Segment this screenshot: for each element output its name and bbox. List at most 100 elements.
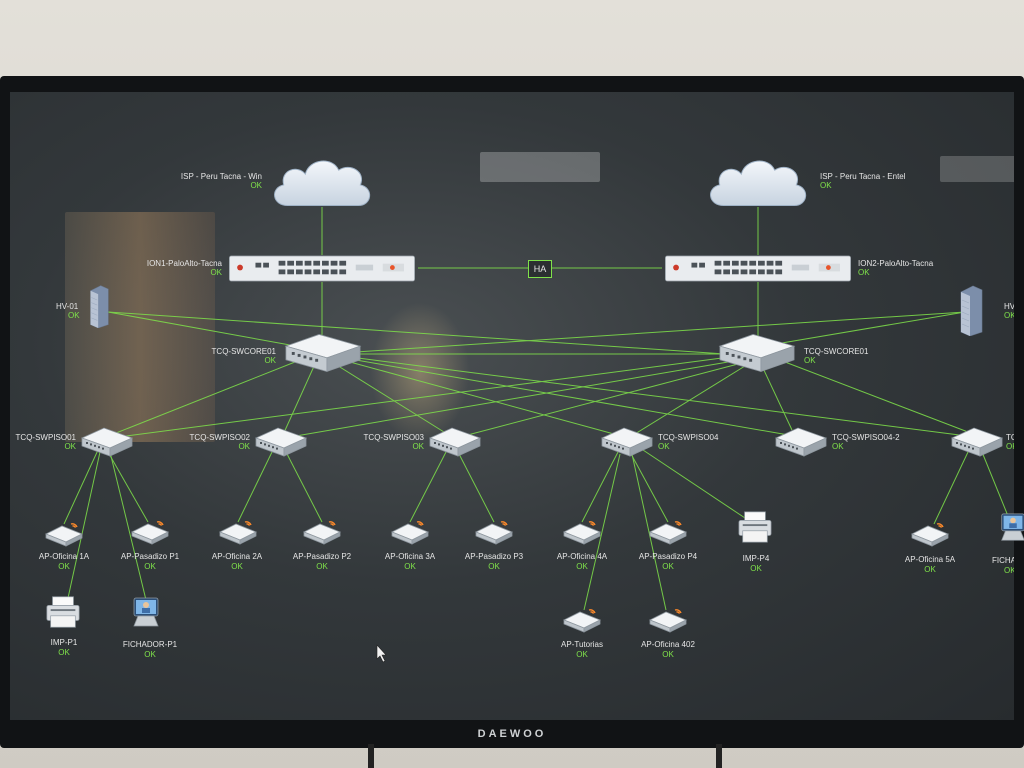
label-sw3: TCQ-SWPISO03 bbox=[363, 433, 424, 442]
ap-402-icon[interactable] bbox=[649, 609, 687, 633]
switch-sw1-icon[interactable] bbox=[81, 427, 133, 457]
link-hv2-core1 bbox=[355, 311, 966, 353]
ap-3a-icon[interactable] bbox=[391, 521, 429, 545]
link-hv1-core1 bbox=[107, 311, 291, 346]
status-ap402: OK bbox=[662, 650, 674, 659]
ap-4p-icon[interactable] bbox=[649, 521, 687, 545]
link-core2-sw42 bbox=[761, 365, 793, 431]
server-hv1-icon[interactable] bbox=[90, 285, 109, 328]
label-fw2: ION2-PaloAlto-Tacna bbox=[858, 259, 934, 268]
status-sw1: OK bbox=[64, 442, 76, 451]
status-imp4: OK bbox=[750, 564, 762, 573]
status-sw4: OK bbox=[658, 442, 670, 451]
switch-sw2-icon[interactable] bbox=[255, 427, 307, 457]
link-sw4-imp4 bbox=[639, 447, 749, 521]
mouse-cursor-icon bbox=[376, 644, 387, 663]
status-imp1: OK bbox=[58, 648, 70, 657]
ha-link-badge[interactable]: HA bbox=[528, 260, 552, 278]
link-sw1-ap1a bbox=[63, 449, 99, 525]
kiosk-fichador-icon[interactable] bbox=[1001, 513, 1024, 541]
label-ap4p: AP-Pasadizo P4 bbox=[638, 552, 698, 561]
label-hv1: HV-01 bbox=[56, 302, 79, 311]
label-fich5: FICHADOR bbox=[992, 556, 1014, 565]
link-core2-sw3 bbox=[459, 363, 739, 438]
label-imp1: IMP-P1 bbox=[50, 638, 78, 647]
status-core1: OK bbox=[264, 356, 276, 365]
link-core1-sw1 bbox=[105, 359, 301, 438]
firewall-fw1-icon[interactable] bbox=[228, 255, 416, 282]
link-sw2-ap2p bbox=[285, 451, 323, 523]
ap-3p-icon[interactable] bbox=[475, 521, 513, 545]
link-sw5-ap5a bbox=[933, 451, 969, 525]
ap-2a-icon[interactable] bbox=[219, 521, 257, 545]
label-ap1p: AP-Pasadizo P1 bbox=[120, 552, 180, 561]
ap-tutorias-icon[interactable] bbox=[563, 609, 601, 633]
status-ap3p: OK bbox=[488, 562, 500, 571]
status-hv1: OK bbox=[68, 311, 80, 320]
status-aptut: OK bbox=[576, 650, 588, 659]
label-ap4a: AP-Oficina 4A bbox=[556, 552, 608, 561]
link-sw4-ap4p bbox=[629, 451, 669, 523]
ceiling-light-reflection bbox=[480, 152, 600, 182]
status-ap4p: OK bbox=[662, 562, 674, 571]
label-isp-entel: ISP - Peru Tacna - Entel bbox=[820, 172, 906, 181]
link-core1-sw5 bbox=[357, 357, 976, 438]
label-core2: TCQ-SWCORE01 bbox=[804, 347, 869, 356]
printer-imp4-icon[interactable] bbox=[738, 511, 772, 543]
switch-sw42-icon[interactable] bbox=[775, 427, 827, 457]
status-fich1: OK bbox=[144, 650, 156, 659]
label-hv2: HV-02 bbox=[1004, 302, 1014, 311]
ap-2p-icon[interactable] bbox=[303, 521, 341, 545]
status-ap2p: OK bbox=[316, 562, 328, 571]
label-sw1: TCQ-SWPISO01 bbox=[15, 433, 76, 442]
monitor-brand-logo: DAEWOO bbox=[477, 728, 547, 740]
stand-left bbox=[368, 744, 374, 768]
label-ap2p: AP-Pasadizo P2 bbox=[292, 552, 352, 561]
switch-sw3-icon[interactable] bbox=[429, 427, 481, 457]
core-switch-1-icon[interactable] bbox=[285, 333, 361, 372]
kiosk-fichador-p1-icon[interactable] bbox=[133, 597, 159, 627]
link-core2-sw5 bbox=[784, 361, 969, 433]
label-ap2a: AP-Oficina 2A bbox=[211, 552, 263, 561]
cloud-isp-win-icon[interactable] bbox=[274, 160, 371, 207]
switch-sw4-icon[interactable] bbox=[601, 427, 653, 457]
status-ap3a: OK bbox=[404, 562, 416, 571]
ceiling-light-reflection-2 bbox=[940, 156, 1014, 182]
firewall-fw2-icon[interactable] bbox=[664, 255, 852, 282]
ap-5a-icon[interactable] bbox=[911, 523, 949, 547]
link-sw3-ap3p bbox=[457, 451, 495, 523]
label-sw5: TCQ bbox=[1006, 433, 1014, 442]
ap-1p-icon[interactable] bbox=[131, 521, 169, 545]
server-hv2-icon[interactable] bbox=[960, 285, 983, 336]
link-sw1-fich1 bbox=[109, 451, 147, 601]
status-ap4a: OK bbox=[576, 562, 588, 571]
link-core1-sw4 bbox=[349, 361, 626, 438]
ap-1a-icon[interactable] bbox=[45, 523, 83, 547]
status-ap2a: OK bbox=[231, 562, 243, 571]
status-sw42: OK bbox=[832, 442, 844, 451]
status-isp-win: OK bbox=[250, 181, 262, 190]
label-core1: TCQ-SWCORE01 bbox=[211, 347, 276, 356]
status-ap5a: OK bbox=[924, 565, 936, 574]
status-isp-entel: OK bbox=[820, 181, 832, 190]
label-fw1: ION1-PaloAlto-Tacna bbox=[146, 259, 222, 268]
ap-4a-icon[interactable] bbox=[563, 521, 601, 545]
label-aptut: AP-Tutorias bbox=[561, 640, 603, 649]
link-sw5-fich5 bbox=[981, 451, 1009, 517]
label-sw4: TCQ-SWPISO04 bbox=[658, 433, 719, 442]
stand-right bbox=[716, 744, 722, 768]
status-sw3: OK bbox=[412, 442, 424, 451]
status-fw2: OK bbox=[858, 268, 870, 277]
cloud-isp-entel-icon[interactable] bbox=[710, 160, 807, 207]
link-sw2-ap2a bbox=[237, 451, 273, 523]
link-sw3-ap3a bbox=[409, 451, 447, 523]
label-ap402: AP-Oficina 402 bbox=[641, 640, 695, 649]
link-lines bbox=[63, 207, 1009, 611]
link-hv2-core2 bbox=[769, 311, 966, 346]
link-sw1-imp1 bbox=[67, 451, 101, 599]
status-fw1: OK bbox=[210, 268, 222, 277]
switch-sw5-icon[interactable] bbox=[951, 427, 1003, 457]
printer-imp1-icon[interactable] bbox=[46, 596, 80, 628]
label-ap5a: AP-Oficina 5A bbox=[904, 555, 956, 564]
status-fich5: OK bbox=[1004, 566, 1014, 575]
